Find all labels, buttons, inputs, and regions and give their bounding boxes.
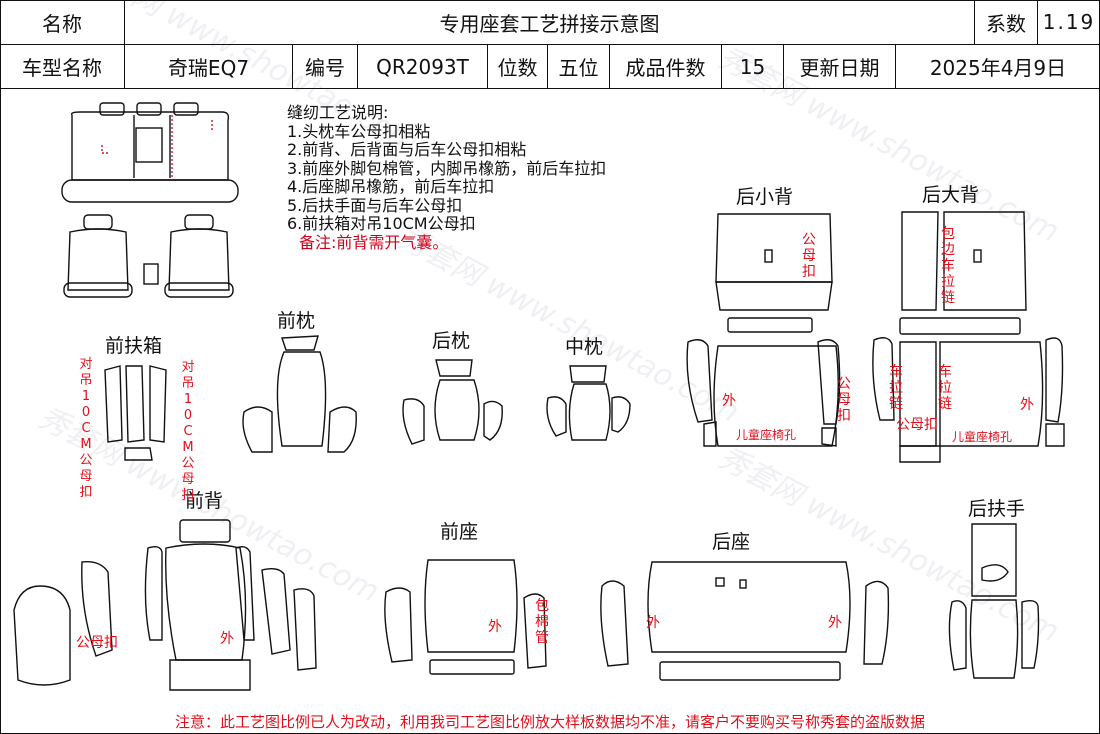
annotation-child-seat-hole-left: 儿童座椅孔 bbox=[736, 428, 797, 442]
label-mid-headrest: 中枕 bbox=[565, 336, 604, 358]
annotation-rear-seat-outer-left: 外 bbox=[646, 615, 660, 631]
label-rear-armrest: 后扶手 bbox=[968, 498, 1026, 520]
annotation-big-back-snap: 公母扣 bbox=[896, 417, 938, 433]
header-table: 名称 专用座套工艺拼接示意图 系数 1.19 车型名称 奇瑞EQ7 编号 QR2… bbox=[0, 0, 1100, 89]
front-back-pieces bbox=[13, 519, 317, 691]
annotation-rear-seat-outer-right: 外 bbox=[828, 615, 842, 631]
notes-remark: 备注:前背需开气囊。 bbox=[299, 232, 449, 252]
rear-bench-overview-icon bbox=[61, 102, 239, 203]
date-value: 2025年4月9日 bbox=[896, 45, 1100, 89]
annotation-front-seat-outer: 外 bbox=[488, 619, 502, 635]
rear-big-back-pieces bbox=[872, 211, 1065, 463]
pieces-value: 15 bbox=[722, 45, 784, 89]
coef-value: 1.19 bbox=[1038, 0, 1100, 45]
rear-armrest-pieces bbox=[948, 523, 1040, 679]
front-armbox-pieces bbox=[104, 365, 167, 461]
note-item: 5.后扶手面与后车公母扣 bbox=[287, 195, 463, 215]
page-title: 专用座套工艺拼接示意图 bbox=[125, 0, 975, 45]
code-label: 编号 bbox=[293, 45, 358, 89]
rear-seat-pieces bbox=[600, 561, 890, 681]
annotation-small-back-snap: 公母扣 bbox=[802, 232, 816, 280]
model-label: 车型名称 bbox=[0, 45, 125, 89]
front-seats-overview-icon bbox=[63, 214, 234, 298]
sewing-notes: 缝纫工艺说明: 1.头枕车公母扣相粘 2.前背、后背面与后车公母扣相粘 3.前座… bbox=[287, 103, 607, 252]
annotation-small-back-snap-side: 公母扣 bbox=[837, 376, 851, 424]
front-headrest-pieces bbox=[242, 335, 357, 453]
rear-headrest-pieces bbox=[402, 359, 503, 445]
seats-label: 位数 bbox=[488, 45, 548, 89]
note-item: 6.前扶箱对吊10CM公母扣 bbox=[287, 214, 476, 233]
note-item: 1.头枕车公母扣相粘 bbox=[287, 121, 431, 141]
annotation-child-seat-hole-right: 儿童座椅孔 bbox=[952, 430, 1013, 444]
label-rear-headrest: 后枕 bbox=[432, 330, 471, 352]
rear-small-back-pieces bbox=[686, 213, 841, 447]
model-value: 奇瑞EQ7 bbox=[125, 45, 293, 89]
coef-label: 系数 bbox=[975, 0, 1038, 45]
annotation-armbox-right: 对吊10CM公母扣 bbox=[181, 360, 195, 503]
annotation-big-back-zip-left: 车拉链 bbox=[889, 364, 903, 412]
annotation-front-back-outer: 外 bbox=[220, 631, 234, 647]
label-front-armbox: 前扶箱 bbox=[105, 335, 163, 357]
annotation-front-back-snap: 公母扣 bbox=[76, 635, 118, 651]
mid-headrest-pieces bbox=[546, 365, 631, 441]
front-seat-pieces bbox=[384, 559, 547, 675]
name-label: 名称 bbox=[0, 0, 125, 45]
pieces-label: 成品件数 bbox=[610, 45, 722, 89]
annotation-armbox-left: 对吊10CM公母扣 bbox=[79, 357, 93, 500]
note-item: 3.前座外脚包棉管，内脚吊橡筋，前后车拉扣 bbox=[287, 158, 607, 178]
label-front-back: 前背 bbox=[185, 490, 224, 512]
label-front-headrest: 前枕 bbox=[277, 310, 316, 332]
code-value: QR2093T bbox=[358, 45, 488, 89]
note-item: 2.前背、后背面与后车公母扣相粘 bbox=[287, 140, 527, 159]
seats-value: 五位 bbox=[548, 45, 610, 89]
label-rear-small-back: 后小背 bbox=[736, 186, 794, 208]
label-rear-big-back: 后大背 bbox=[922, 184, 980, 206]
footer-notice: 注意：此工艺图比例已人为改动，利用我司工艺图比例放大样板数据均不准，请客户不要购… bbox=[174, 713, 925, 731]
annotation-front-seat-cotton-tube: 包棉管 bbox=[535, 598, 549, 646]
label-rear-seat: 后座 bbox=[712, 531, 751, 553]
notes-title: 缝纫工艺说明: bbox=[287, 103, 389, 122]
note-item: 4.后座脚吊橡筋，前后车拉扣 bbox=[287, 177, 495, 196]
annotation-big-back-edge-zip: 包边车拉链 bbox=[941, 226, 955, 306]
label-front-seat: 前座 bbox=[440, 521, 479, 543]
date-label: 更新日期 bbox=[784, 45, 896, 89]
annotation-small-back-outer: 外 bbox=[722, 393, 736, 409]
annotation-big-back-zip-right: 车拉链 bbox=[938, 364, 952, 412]
annotation-big-back-outer: 外 bbox=[1020, 397, 1034, 413]
